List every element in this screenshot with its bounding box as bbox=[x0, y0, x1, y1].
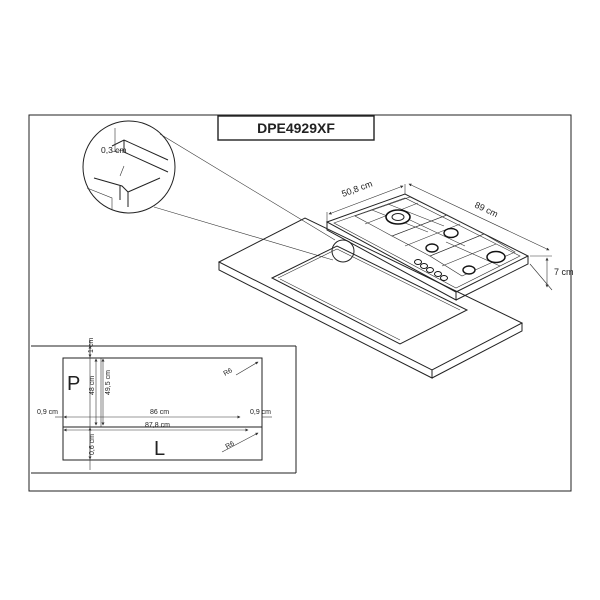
edge-detail-magnifier: 0,3 cm bbox=[82, 120, 176, 214]
cutout-label-l: L bbox=[154, 438, 165, 460]
hob-height-label: 7 cm bbox=[554, 267, 574, 277]
left-gap-label: 0,9 cm bbox=[37, 409, 58, 416]
outer-width-label: 87,8 cm bbox=[145, 422, 170, 429]
depth-outer-label: 49,5 cm bbox=[105, 370, 112, 395]
cutout-plan bbox=[31, 340, 297, 474]
hob-depth-label: 50,8 cm bbox=[340, 179, 374, 199]
control-knobs bbox=[414, 259, 448, 281]
burner-large bbox=[486, 250, 506, 264]
hob-dimension-lines bbox=[326, 183, 553, 291]
model-title: DPE4929XF bbox=[257, 120, 335, 136]
burner-small-1 bbox=[425, 243, 439, 253]
right-gap-label: 0,9 cm bbox=[250, 409, 271, 416]
inner-width-label: 86 cm bbox=[150, 409, 169, 416]
countertop bbox=[217, 217, 524, 379]
burner-medium bbox=[443, 227, 459, 239]
cutout-label-p: P bbox=[67, 373, 80, 395]
burner-small-2 bbox=[462, 265, 476, 275]
detail-target-circle bbox=[331, 239, 355, 263]
top-margin-label: 1 cm bbox=[88, 338, 95, 353]
bottom-margin-label: 0,6 cm bbox=[89, 434, 96, 455]
outer-frame bbox=[28, 114, 572, 492]
model-title-box bbox=[217, 115, 375, 141]
detail-leader-bottom bbox=[153, 206, 334, 261]
detail-leader-top bbox=[159, 133, 336, 241]
radius-top-label: R6 bbox=[223, 367, 234, 378]
burner-wok bbox=[385, 209, 411, 225]
detail-thickness-label: 0,3 cm bbox=[101, 145, 127, 155]
radius-bottom-label: R6 bbox=[225, 440, 236, 451]
depth-inner-label: 48 cm bbox=[89, 376, 96, 395]
